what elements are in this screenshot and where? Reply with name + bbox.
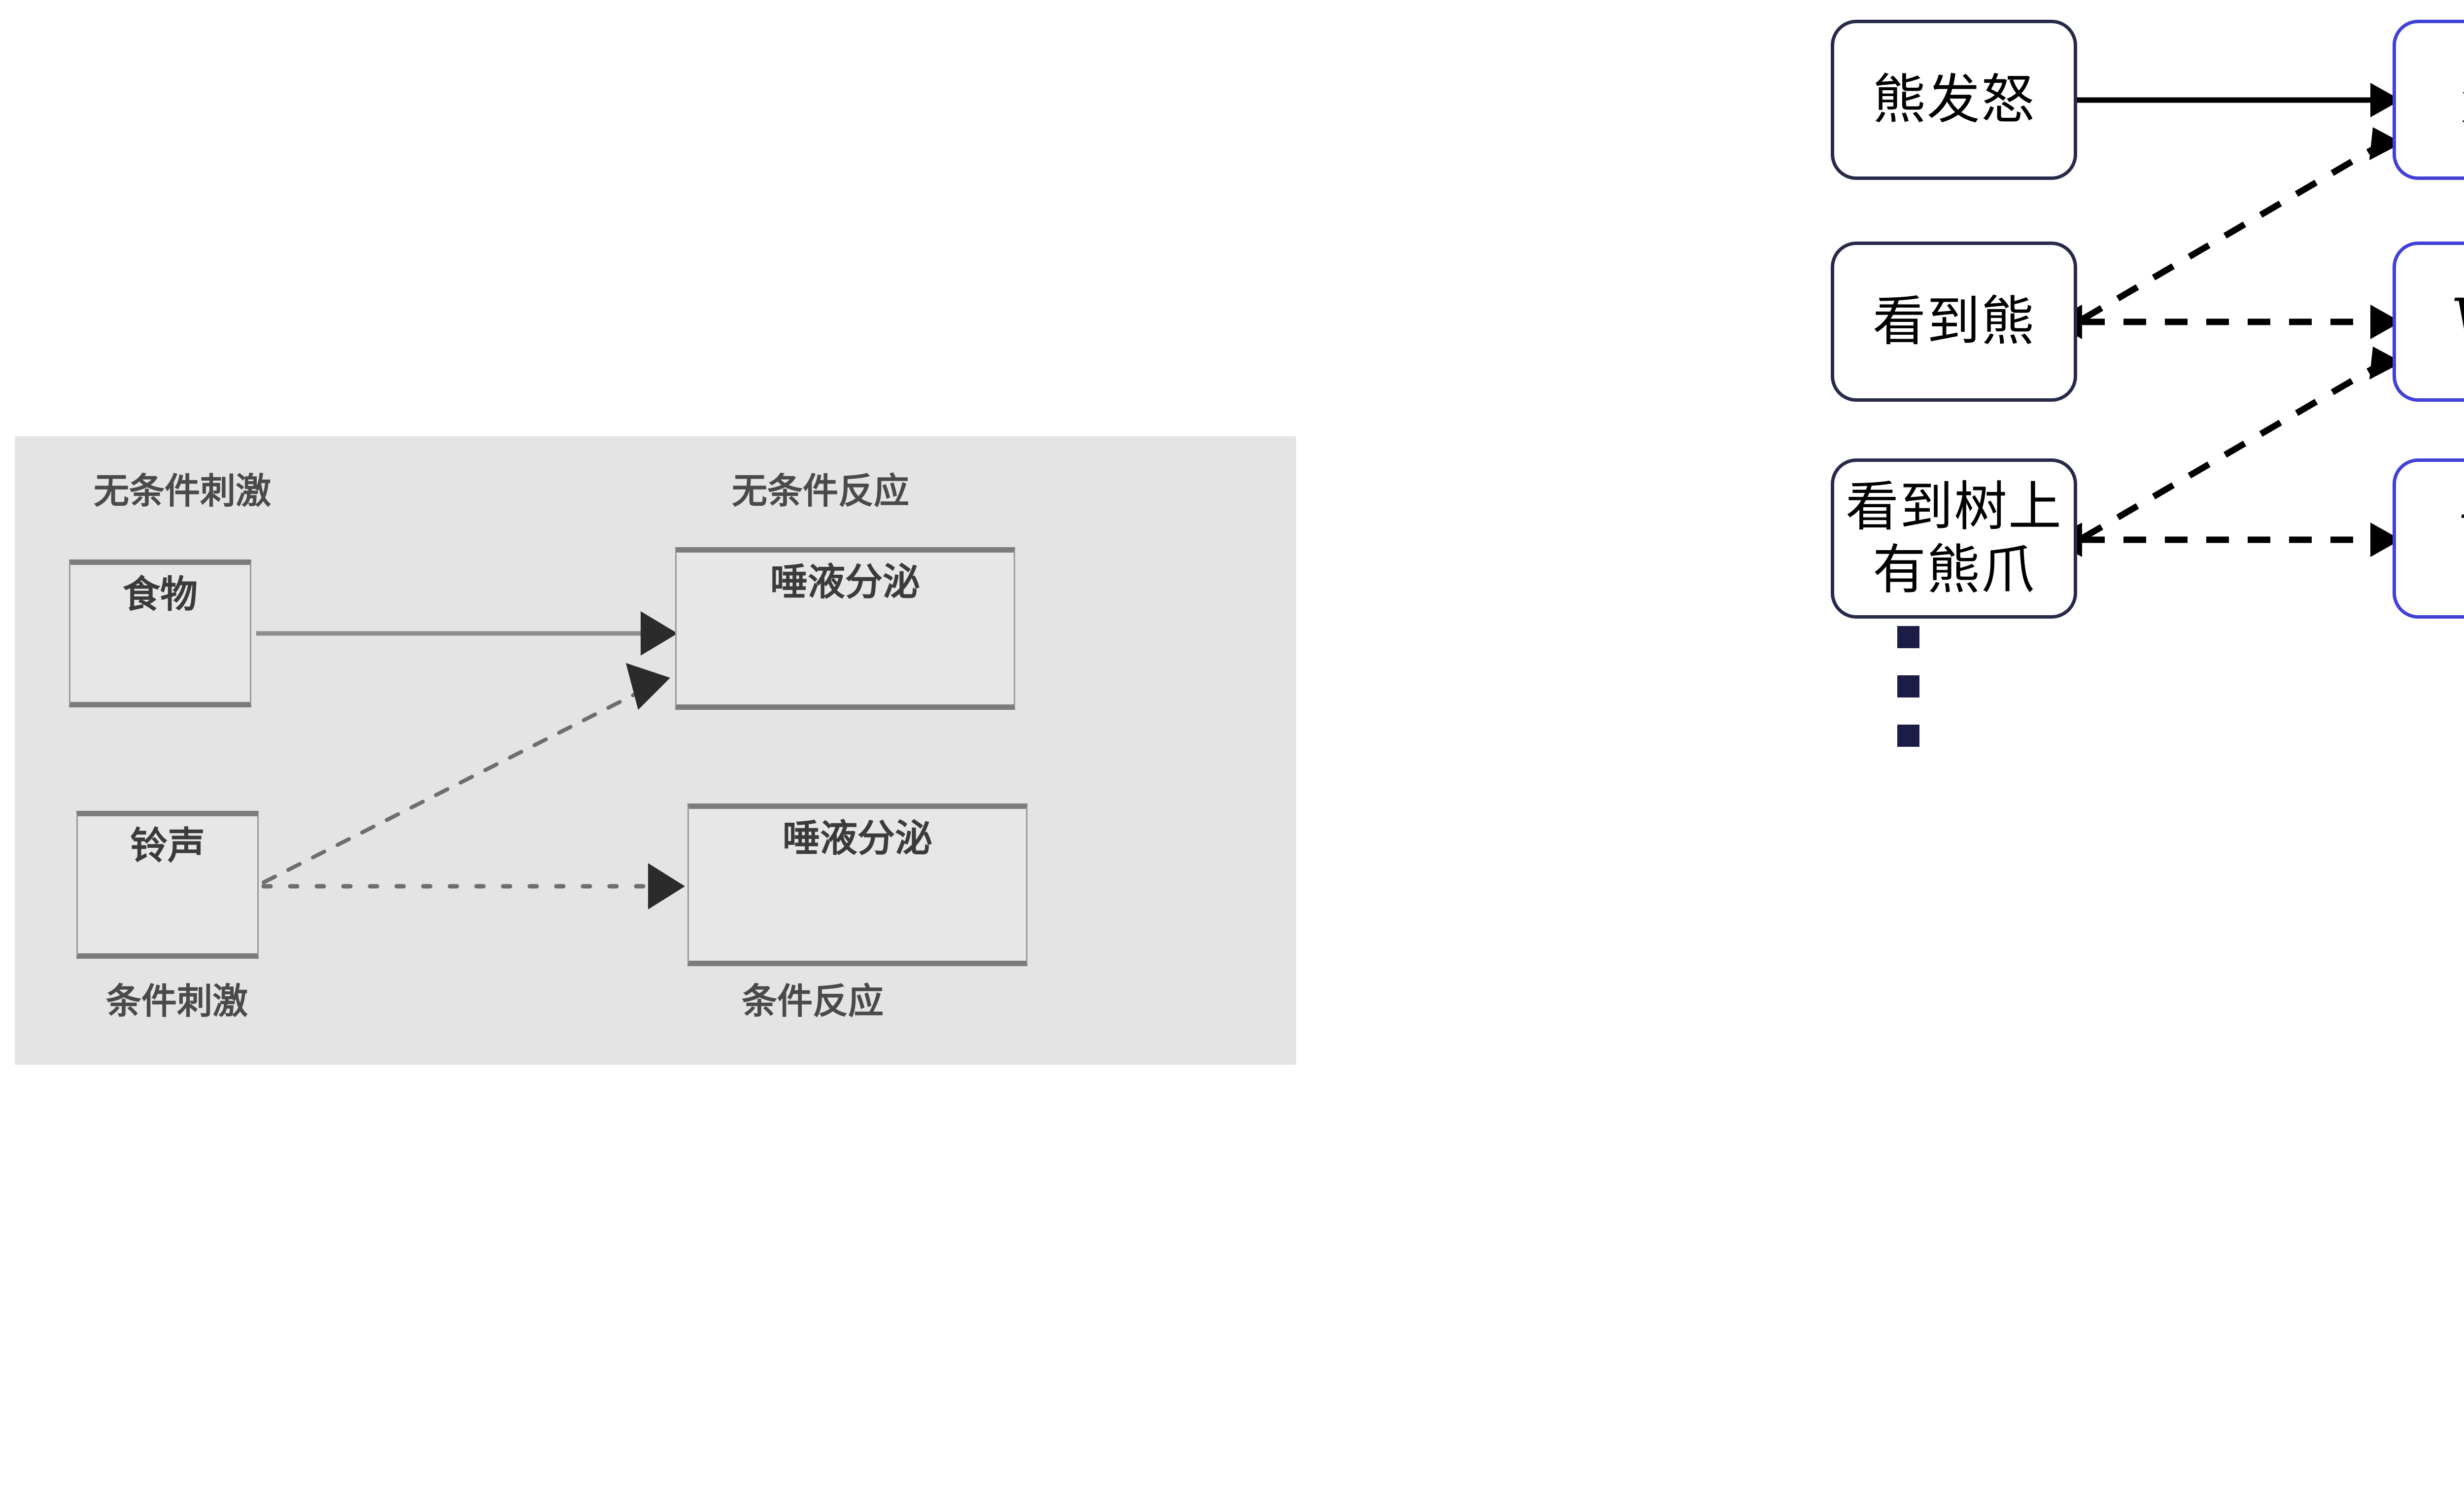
ellipsis-states — [1897, 626, 1919, 747]
response-box-salivation-unconditioned-label: 唾液分泌 — [770, 560, 920, 604]
arrow-see-claw-to-v-s-prime — [2080, 347, 2402, 541]
arrow-bell-to-salivation-diagonal — [262, 663, 670, 884]
stimulus-box-food: 食物 — [69, 559, 251, 707]
rl-value-diagram-panel: 熊发怒 看到熊 看到树上 有熊爪 奖励 V(s′) V(s) — [1488, 0, 2464, 1499]
value-box-v-s-prime[interactable]: V(s′) — [2393, 242, 2464, 402]
stimulus-box-bell: 铃声 — [76, 811, 259, 959]
unconditioned-stimulus-label: 无条件刺激 — [94, 470, 272, 512]
unconditioned-response-label: 无条件反应 — [732, 470, 910, 512]
response-box-salivation-unconditioned: 唾液分泌 — [675, 547, 1015, 710]
arrow-bear-angry-to-reward — [2077, 83, 2401, 117]
ellipsis-dot — [1897, 675, 1919, 697]
ellipsis-dot — [1897, 626, 1919, 648]
rl-diagram-arrows — [2052, 83, 2402, 557]
state-box-see-claw-on-tree-label: 看到树上 有熊爪 — [1845, 476, 2062, 601]
state-box-bear-angry-label: 熊发怒 — [1872, 69, 2035, 131]
classical-conditioning-arrows — [256, 611, 685, 909]
state-box-see-bear[interactable]: 看到熊 — [1831, 242, 2077, 402]
conditioned-response-label: 条件反应 — [742, 980, 884, 1022]
ellipsis-dot — [1897, 725, 1919, 747]
conditioned-stimulus-label: 条件刺激 — [106, 980, 248, 1022]
value-box-reward[interactable]: 奖励 — [2393, 20, 2464, 180]
arrow-see-claw-to-v-s — [2052, 523, 2401, 557]
arrow-see-bear-to-v-s-prime — [2052, 305, 2401, 339]
value-box-v-s-label: V(s) — [2458, 507, 2464, 570]
value-box-v-s[interactable]: V(s) — [2393, 458, 2464, 619]
value-box-reward-label: 奖励 — [2462, 66, 2464, 134]
response-box-salivation-conditioned-label: 唾液分泌 — [783, 816, 932, 860]
state-box-see-bear-label: 看到熊 — [1872, 290, 2035, 352]
stimulus-box-bell-label: 铃声 — [130, 824, 205, 868]
arrow-see-bear-to-reward — [2080, 127, 2402, 322]
state-box-see-claw-on-tree[interactable]: 看到树上 有熊爪 — [1831, 458, 2077, 619]
state-box-bear-angry[interactable]: 熊发怒 — [1831, 20, 2077, 180]
arrow-food-to-salivation — [256, 611, 678, 656]
response-box-salivation-conditioned: 唾液分泌 — [687, 803, 1027, 966]
stimulus-box-food-label: 食物 — [123, 572, 198, 616]
classical-conditioning-panel: 无条件刺激 无条件反应 条件刺激 条件反应 食物 铃声 唾液分泌 唾液分泌 — [15, 436, 1296, 1065]
value-box-v-s-prime-label: V(s′) — [2451, 290, 2464, 353]
arrow-bell-to-conditioned-salivation — [261, 863, 685, 909]
